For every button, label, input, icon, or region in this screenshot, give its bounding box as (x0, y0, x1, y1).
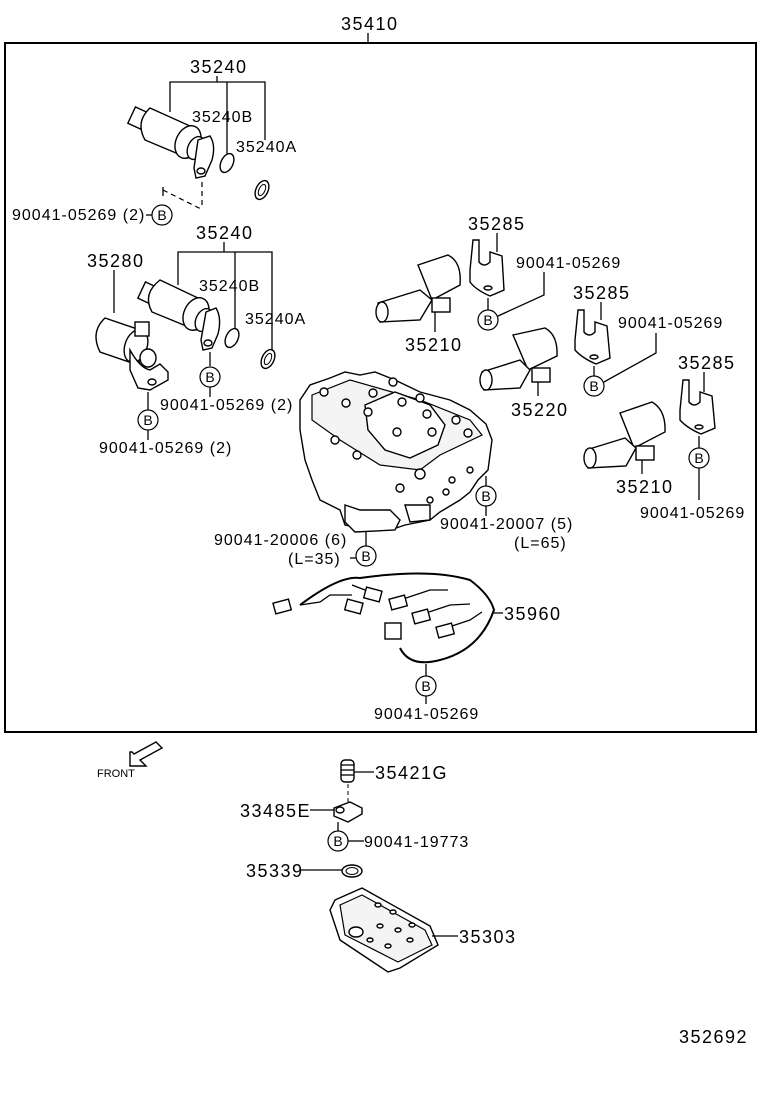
bolt-b-text: B (143, 412, 152, 428)
assembly-frame (4, 42, 757, 733)
label-bolt-long: 90041-20007 (5) (440, 516, 573, 533)
label-retainer-bolt: 90041-19773 (364, 834, 469, 851)
spring-35421g-icon (340, 759, 355, 783)
label-bolt-35280: 90041-05269 (2) (99, 440, 232, 457)
label-bolt-upper: 90041-05269 (2) (12, 207, 145, 224)
bolt-b-marker-right-2 (583, 375, 605, 397)
bolt-b-marker-right-1 (477, 309, 499, 331)
bolt-b-marker-short (355, 545, 377, 567)
label-bolt-right-3: 90041-05269 (640, 505, 745, 522)
strainer-35303-icon (329, 887, 439, 973)
valve-body-bolts (319, 377, 474, 504)
bolt-b-text: B (157, 207, 166, 223)
label-bolt-long-length: (L=65) (514, 535, 567, 552)
valve-body-icon (299, 371, 493, 533)
leader-bolt-right-2 (603, 333, 657, 383)
label-35240b-middle: 35240B (199, 278, 260, 295)
solenoid-35220-icon (479, 327, 558, 391)
right-solenoid-3: 35285 35210 B 90041-05269 (583, 353, 745, 522)
label-bolt-harness: 90041-05269 (374, 706, 479, 723)
bolt-b-text: B (694, 450, 703, 466)
label-35210-2: 35210 (616, 477, 674, 497)
bolt-b-text: B (421, 678, 430, 694)
solenoid-35210-1-icon (375, 254, 461, 323)
label-35339: 35339 (246, 861, 304, 881)
label-35285-3: 35285 (678, 353, 736, 373)
right-solenoid-1: 35285 35210 B 90041-05269 (375, 214, 621, 355)
oring-35339-icon (341, 864, 363, 878)
bolt-b-text: B (481, 488, 490, 504)
label-35210-1: 35210 (405, 335, 463, 355)
label-35240a-upper: 35240A (236, 139, 297, 156)
retainer-33485e-icon (333, 801, 363, 823)
bolt-b-text: B (361, 548, 370, 564)
bolt-b-text: B (483, 312, 492, 328)
label-35410: 35410 (341, 14, 399, 34)
bolt-b-text: B (205, 369, 214, 385)
label-35285-1: 35285 (468, 214, 526, 234)
middle-solenoid-group: 35240 35240B 35240A B 90041-05269 (2) 35… (87, 223, 306, 457)
leader-35240-middle (177, 251, 273, 350)
bolt-b-text: B (589, 378, 598, 394)
label-bolt-right-1: 90041-05269 (516, 255, 621, 272)
label-35240-middle: 35240 (196, 223, 254, 243)
label-bolt-short: 90041-20006 (6) (214, 532, 347, 549)
label-35285-2: 35285 (573, 283, 631, 303)
wire-harness-35960-icon (272, 572, 496, 664)
label-33485e: 33485E (240, 801, 311, 821)
solenoid-35240-upper-icon (126, 105, 270, 201)
solenoid-35280-icon (95, 317, 169, 391)
bracket-35285-2-icon (574, 309, 611, 365)
label-35303: 35303 (459, 927, 517, 947)
label-35421g: 35421G (375, 763, 448, 783)
label-bolt-short-length: (L=35) (288, 551, 341, 568)
solenoid-35240-middle-icon (136, 279, 276, 370)
figure-id: 352692 (679, 1027, 748, 1047)
front-label: FRONT (97, 768, 135, 780)
bracket-35285-3-icon (679, 379, 716, 435)
bolt-b-text: B (333, 833, 342, 849)
label-bolt-middle: 90041-05269 (2) (160, 397, 293, 414)
leader-bolt-right-1 (497, 272, 545, 317)
solenoid-35210-2-icon (583, 401, 666, 469)
label-35220: 35220 (511, 400, 569, 420)
right-solenoid-2: 35285 35220 B 90041-05269 (479, 283, 723, 420)
label-35960: 35960 (504, 604, 562, 624)
upper-solenoid-group: 35240 35240B 35240A 90041-05269 (2) B (12, 57, 297, 226)
label-35240a-middle: 35240A (245, 311, 306, 328)
label-35280: 35280 (87, 251, 145, 271)
bolt-b-marker-upper (151, 204, 173, 226)
dash-upper-2 (162, 189, 204, 211)
label-35240-upper: 35240 (190, 57, 248, 77)
front-arrow-icon (129, 741, 164, 767)
label-35240b-upper: 35240B (192, 109, 253, 126)
bracket-35285-1-icon (469, 239, 505, 297)
label-bolt-right-2: 90041-05269 (618, 315, 723, 332)
